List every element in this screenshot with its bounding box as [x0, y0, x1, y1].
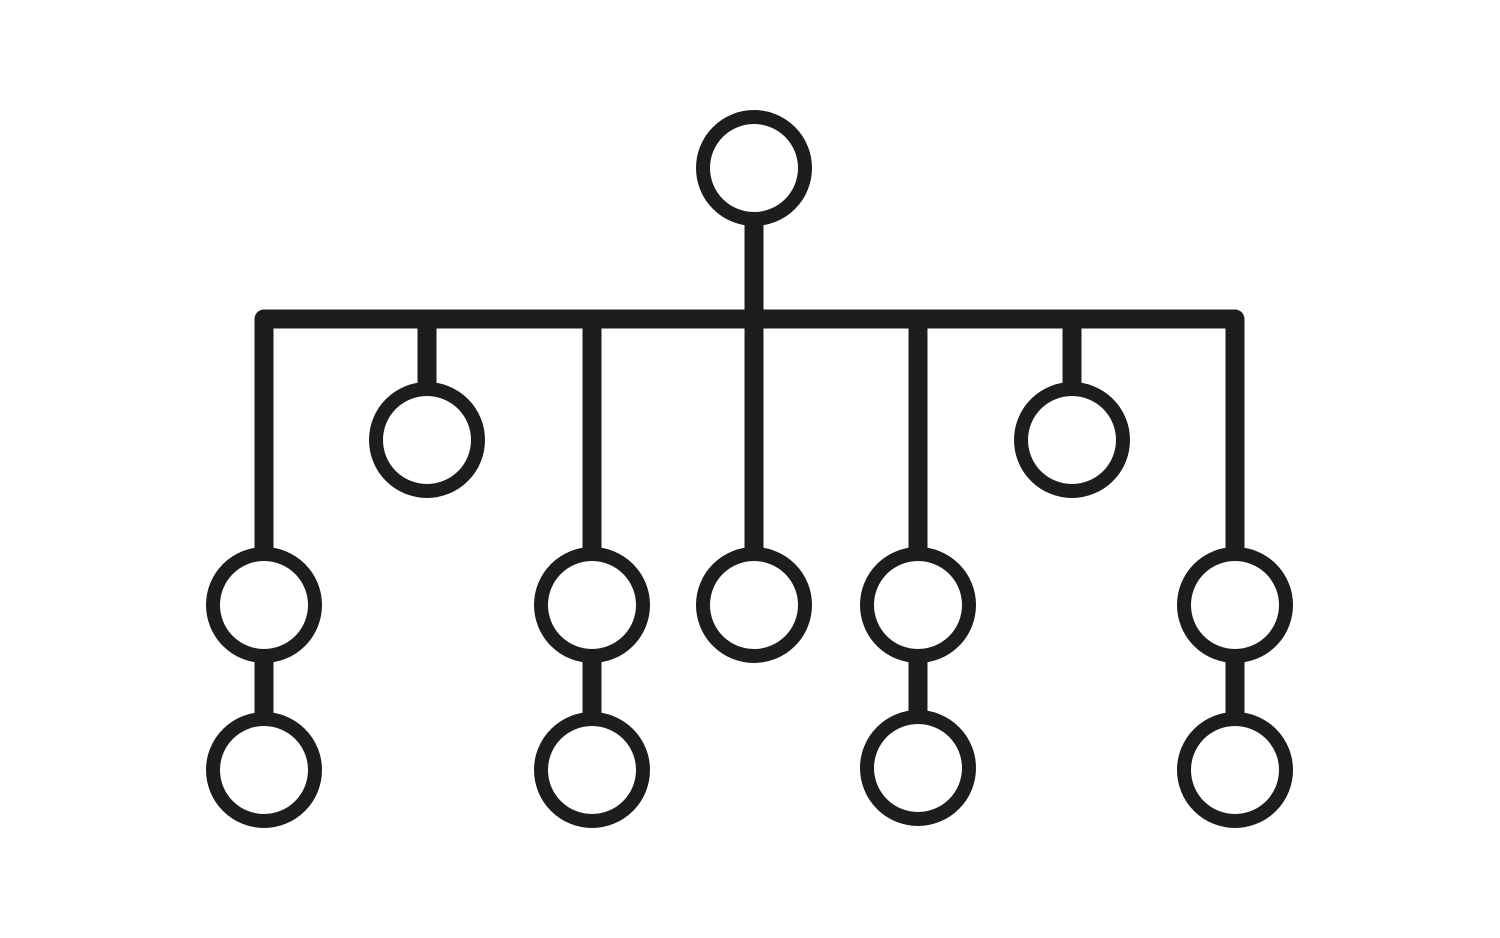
node-c7: [1177, 547, 1293, 663]
node-c3: [534, 547, 650, 663]
node-c1: [206, 547, 322, 663]
node-g1: [206, 712, 322, 828]
node-c6: [1014, 382, 1130, 498]
node-c2: [369, 382, 485, 498]
connector-layer: [254, 217, 1245, 721]
node-g5: [860, 710, 976, 826]
node-g7: [1177, 712, 1293, 828]
node-g3: [534, 712, 650, 828]
node-root: [696, 110, 812, 226]
node-c5: [860, 547, 976, 663]
node-c4: [696, 547, 812, 663]
node-layer: [206, 110, 1293, 828]
